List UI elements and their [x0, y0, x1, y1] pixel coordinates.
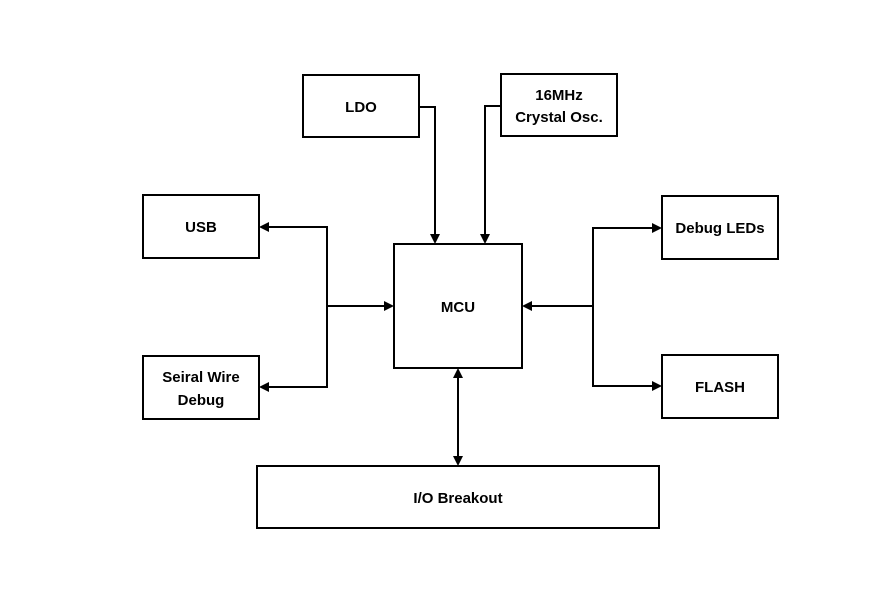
mcu-left-arrowhead [384, 301, 394, 311]
mcu-right-arrowhead [522, 301, 532, 311]
crystal-oscillator-label-line2: Crystal Osc. [515, 109, 603, 126]
serial-wire-debug-block: Seiral Wire Debug [142, 355, 260, 420]
right-bus-wire [592, 227, 652, 387]
serial-wire-debug-label-line1: Seiral Wire [162, 369, 239, 386]
crystal-oscillator-block: 16MHz Crystal Osc. [500, 73, 618, 137]
usb-block: USB [142, 194, 260, 259]
mcu-label: MCU [441, 299, 475, 316]
flash-block: FLASH [661, 354, 779, 419]
ldo-to-mcu-arrowhead [430, 234, 440, 244]
debug-leds-block: Debug LEDs [661, 195, 779, 260]
flash-arrowhead [652, 381, 662, 391]
flash-label: FLASH [695, 379, 745, 396]
io-breakout-block: I/O Breakout [256, 465, 660, 529]
usb-label: USB [185, 219, 217, 236]
ldo-label: LDO [345, 99, 377, 116]
ldo-block: LDO [302, 74, 420, 138]
oscillator-to-mcu-arrowhead [480, 234, 490, 244]
ldo-to-mcu-wire [419, 106, 436, 235]
io-breakout-arrowhead [453, 456, 463, 466]
serial-wire-debug-arrowhead [259, 382, 269, 392]
oscillator-to-mcu-wire [484, 105, 501, 235]
crystal-oscillator-label-line1: 16MHz [535, 87, 583, 104]
mcu-block: MCU [393, 243, 523, 369]
usb-arrowhead [259, 222, 269, 232]
serial-wire-debug-label-line2: Debug [178, 392, 225, 409]
debug-leds-arrowhead [652, 223, 662, 233]
usb-bus-wire [269, 226, 328, 388]
io-breakout-label: I/O Breakout [413, 490, 502, 507]
debug-leds-label: Debug LEDs [675, 220, 764, 237]
mcu-bottom-arrowhead [453, 368, 463, 378]
